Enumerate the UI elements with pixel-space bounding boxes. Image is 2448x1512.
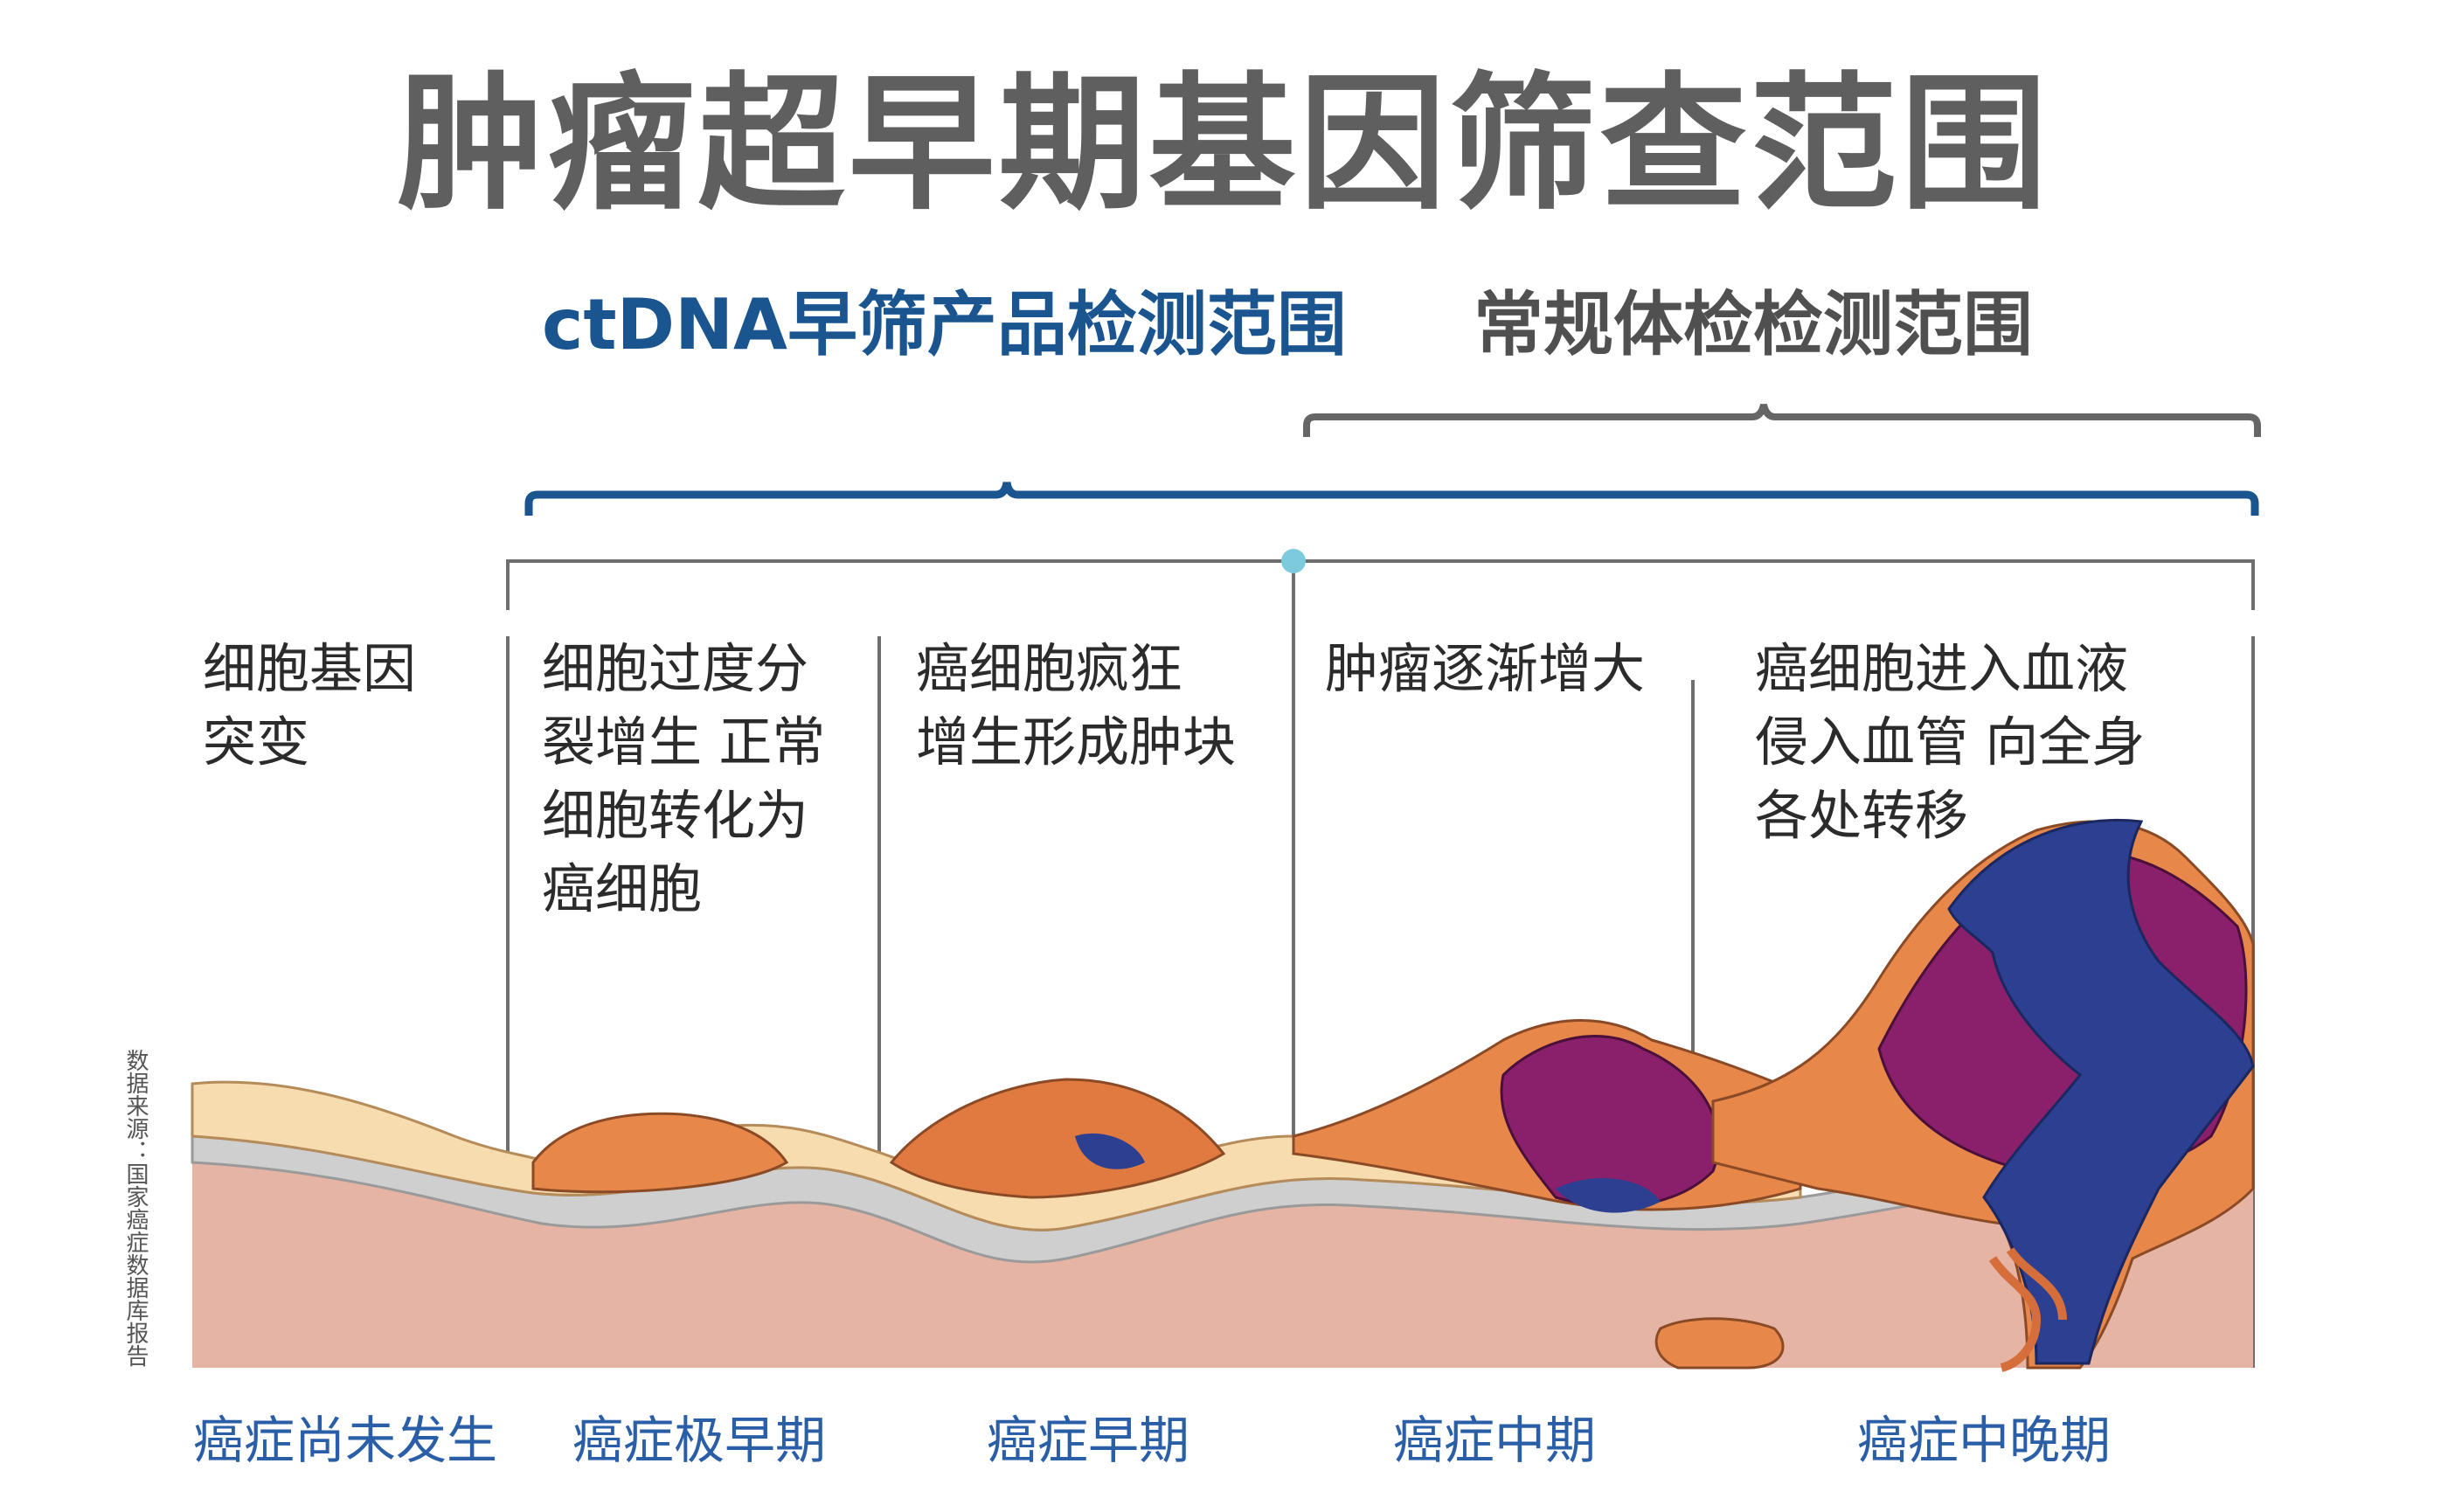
stage-description-5: 癌细胞进入血液侵入血管 向全身各处转移 (1755, 638, 2146, 847)
early-tumor-blue-cells (1075, 1133, 1145, 1169)
stage-label-very-early: 癌症极早期 (572, 1411, 826, 1470)
tissue-illustration (191, 819, 2255, 1372)
metastatic-tumor-blue-invasion (1947, 819, 2255, 1365)
stage-description-4: 肿瘤逐渐增大 (1325, 638, 1646, 700)
stage-description-1: 细胞基因突变 (203, 638, 417, 773)
mid-tumor-blue-cells (1556, 1178, 1661, 1213)
stage-label-mid-late: 癌症中晚期 (1856, 1411, 2111, 1470)
stage-label-mid: 癌症中期 (1392, 1411, 1596, 1470)
stage-description-2: 细胞过度分裂增生 正常细胞转化为癌细胞 (542, 638, 826, 920)
stage-frame (506, 559, 2255, 1368)
early-lesion (531, 1112, 789, 1194)
mid-tumor-core (1500, 1035, 1720, 1208)
page-title: 肿瘤超早期基因筛查范围 (397, 59, 2051, 230)
range-divider-dot (1281, 549, 1306, 573)
stage-description-3: 癌细胞疯狂增生形成肿块 (916, 638, 1237, 773)
vessel-cluster (1654, 1317, 1785, 1370)
early-tumor-mass (889, 1078, 1226, 1199)
ctdna-range-brace (524, 482, 2259, 516)
ctdna-range-label: ctDNA早筛产品检测范围 (542, 284, 1347, 365)
source-note: 数据来源：国家癌症数据库报告 (122, 1049, 149, 1367)
tissue-base (192, 1162, 2253, 1368)
routine-range-brace (1303, 404, 2261, 437)
blood-vessel (1988, 1247, 2067, 1372)
stage-label-early: 癌症早期 (986, 1411, 1189, 1470)
stage-label-not-occurred: 癌症尚未发生 (192, 1411, 497, 1470)
routine-range-label: 常规体检检测范围 (1474, 284, 2033, 365)
